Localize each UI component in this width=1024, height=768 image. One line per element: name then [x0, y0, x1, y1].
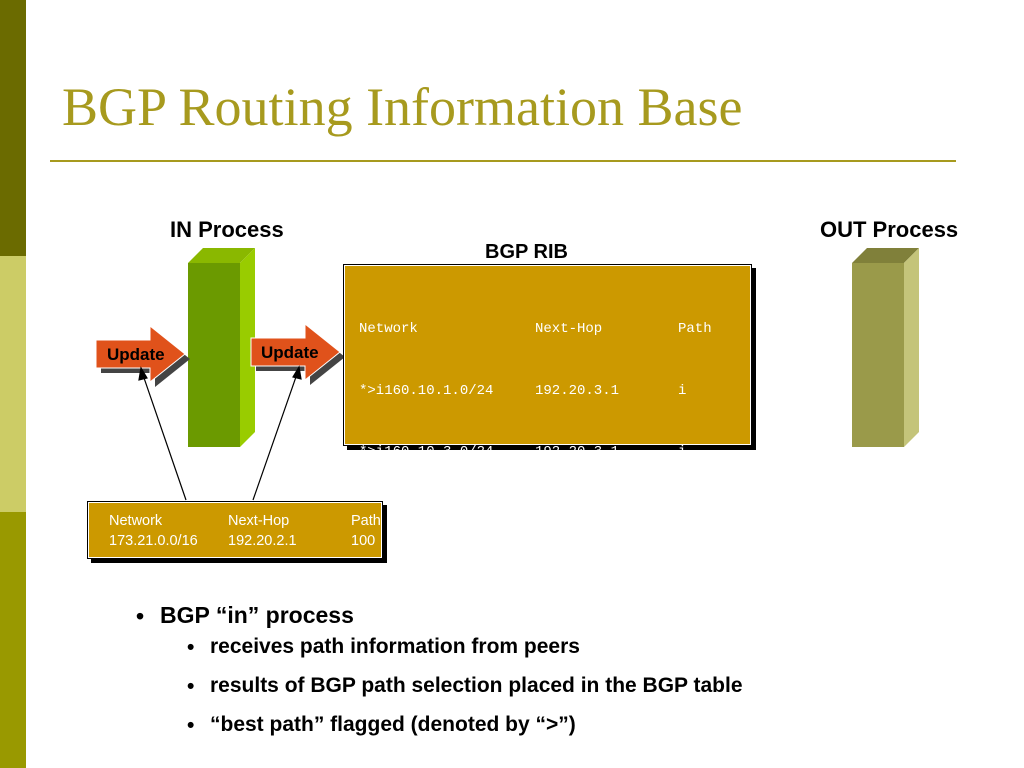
bullet-dot-sub-1: • — [187, 636, 195, 659]
bgp-rib-label: BGP RIB — [485, 241, 568, 263]
bullet-dot-sub-2: • — [187, 675, 195, 698]
update-label-2: Update — [261, 343, 319, 362]
out-process-block — [852, 248, 919, 447]
update-label-1: Update — [107, 345, 165, 364]
bullet-dot-sub-3: • — [187, 714, 195, 737]
rib-cell-next-hop: 192.20.3.1 — [535, 382, 620, 399]
rib-cell-network: *>i160.10.3.0/24 — [359, 444, 494, 460]
in-process-block — [188, 248, 255, 447]
bullet-dot-main: • — [136, 603, 145, 629]
out-process-label: OUT Process — [820, 217, 959, 242]
table-row: 173.21.0.0/16 192.20.2.1 100 — [109, 531, 411, 551]
rib-cell-path: i — [678, 382, 687, 399]
peer-cell-path: 100 — [351, 533, 376, 549]
rib-cell-path: 100 i — [678, 505, 721, 522]
rib-cell-network: *>i160.10.1.0/24 — [359, 382, 494, 399]
update-arrow-2 — [250, 322, 345, 385]
peer-cell-network: 173.21.0.0/16 — [109, 533, 198, 549]
table-row: *>i160.10.3.0/24 192.20.3.1 i — [359, 442, 738, 463]
rib-cell-path: i — [678, 444, 687, 460]
bgp-rib-table: Network Next-Hop Path *>i160.10.1.0/24 1… — [344, 265, 751, 522]
rib-cell-next-hop: 192.20.3.1 — [535, 444, 620, 460]
table-row: *>i160.10.1.0/24 192.20.3.1 i — [359, 381, 738, 402]
table-row: *> 173.21.0.0/16 192.20.2.1 100 i — [359, 504, 738, 525]
rib-header-path: Path — [678, 321, 712, 337]
rib-table-header: Network Next-Hop Path — [359, 319, 738, 340]
rib-cell-next-hop: 192.20.2.1 — [535, 505, 620, 522]
peer-header-next-hop: Next-Hop — [228, 513, 290, 529]
bullet-sub-2: results of BGP path selection placed in … — [210, 674, 743, 697]
connector-lines — [138, 365, 302, 501]
sidebar-dark-segment-bottom — [0, 512, 26, 768]
peer-cell-next-hop: 192.20.2.1 — [228, 533, 297, 549]
rib-header-next-hop: Next-Hop — [535, 321, 603, 337]
in-process-label: IN Process — [170, 217, 284, 242]
peer-header-path: Path — [351, 513, 381, 529]
sidebar-light-segment — [0, 256, 26, 512]
peer-table-header: Network Next-Hop Path — [109, 511, 411, 531]
peer-header-network: Network — [109, 513, 163, 529]
update-arrow-1 — [95, 324, 190, 387]
peer-update-table: Network Next-Hop Path 173.21.0.0/16 192.… — [88, 502, 382, 558]
bullet-sub-1: receives path information from peers — [210, 635, 580, 658]
sidebar-dark-segment-top — [0, 0, 26, 256]
rib-header-network: Network — [359, 321, 418, 337]
bullet-sub-3: “best path” flagged (denoted by “>”) — [210, 713, 576, 736]
slide-title: BGP Routing Information Base — [62, 77, 743, 137]
title-underline — [50, 160, 956, 162]
bullet-main: BGP “in” process — [160, 602, 354, 628]
